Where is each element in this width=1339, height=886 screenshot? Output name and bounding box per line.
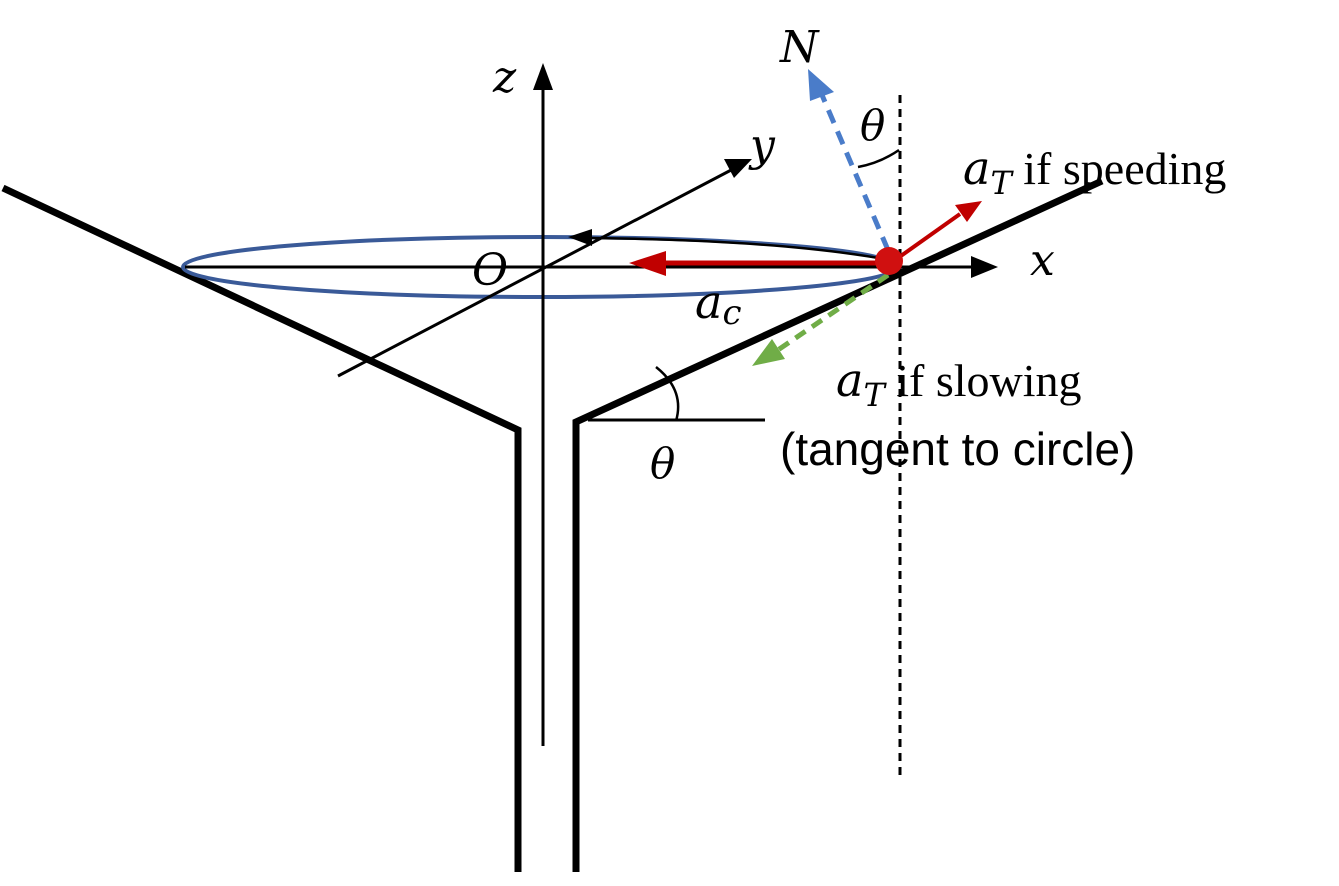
normal-label: N (779, 22, 820, 73)
y-axis-line (337, 166, 736, 378)
circle-direction-line (589, 236, 891, 262)
cone-right-wall (572, 177, 1104, 872)
x-axis-label: x (1030, 235, 1055, 286)
normal-arrow-shaft (819, 94, 891, 251)
slowing-accel-label: aT if slowing (836, 353, 1082, 414)
centripetal-accel-label: ac (695, 275, 741, 333)
cone-left-wall (1, 184, 522, 872)
cone-outline (1, 177, 1104, 872)
z-axis-arrowhead (533, 63, 553, 90)
normal-arrowhead (808, 69, 834, 101)
z-axis-label: z (492, 52, 517, 103)
y-axis-label: y (748, 120, 776, 171)
x-axis-arrowhead (971, 256, 998, 278)
tangent-note-label: (tangent to circle) (780, 423, 1135, 475)
normal-angle-arc (857, 148, 900, 169)
origin-label: O (472, 245, 508, 296)
centripetal-arrowhead (629, 251, 666, 276)
y-axis-arrowhead (724, 159, 752, 178)
particle (875, 247, 903, 275)
axes (185, 85, 980, 746)
theta-top-label: θ (860, 101, 885, 150)
speeding-arrowhead (955, 201, 982, 222)
base-angle-arc (655, 366, 680, 422)
circle-direction-arrowhead (568, 229, 592, 246)
slowing-arrowhead (752, 339, 785, 366)
slowing-arrow-shaft (776, 272, 890, 353)
speeding-accel-label: aT if speeding (963, 141, 1226, 202)
theta-bottom-label: θ (650, 439, 675, 488)
speeding-arrow-shaft (896, 212, 962, 260)
